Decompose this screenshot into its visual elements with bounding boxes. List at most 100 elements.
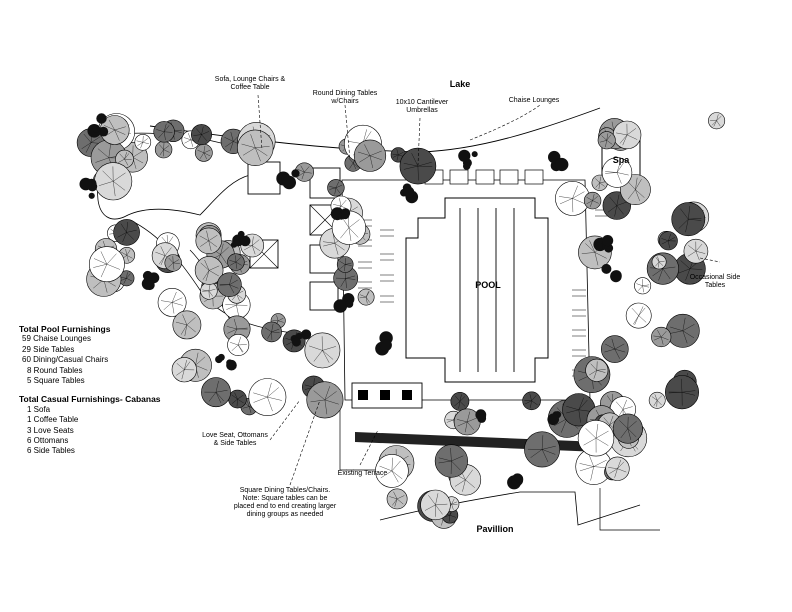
canopy-texture — [339, 261, 346, 265]
canopy-texture — [184, 360, 187, 370]
canopy-texture — [589, 370, 597, 376]
canopy-texture — [278, 320, 284, 323]
canopy-texture — [616, 172, 629, 176]
shrub — [547, 413, 559, 426]
canopy-texture — [559, 198, 573, 205]
canopy-texture — [230, 261, 236, 266]
canopy-texture — [614, 343, 625, 350]
canopy-texture — [605, 343, 615, 350]
canopy-texture — [193, 134, 202, 136]
list-item: 6 Side Tables — [27, 446, 75, 456]
canopy-texture — [595, 430, 609, 439]
canopy-texture — [453, 413, 457, 421]
canopy-texture — [195, 365, 208, 371]
canopy-texture — [335, 187, 341, 194]
canopy-texture — [635, 179, 642, 190]
canopy-texture — [658, 261, 664, 266]
canopy-texture — [680, 260, 691, 269]
canopy-texture — [661, 240, 669, 245]
canopy-texture — [188, 133, 191, 140]
canopy-texture — [209, 270, 219, 277]
canopy-texture — [561, 418, 568, 433]
list-item: 8 Round Tables — [27, 365, 83, 375]
label-sofa-lounge: Sofa, Lounge Chairs & Coffee Table — [214, 76, 286, 91]
canopy-texture — [136, 140, 143, 143]
canopy-texture — [459, 394, 462, 402]
canopy-texture — [594, 252, 599, 266]
shrub — [601, 263, 612, 274]
canopy-texture — [529, 393, 532, 401]
canopy-texture — [397, 495, 405, 500]
canopy-texture — [579, 463, 594, 467]
canopy-texture — [195, 356, 206, 366]
canopy-texture — [451, 504, 454, 510]
shrub — [291, 169, 300, 178]
canopy-texture — [208, 392, 217, 402]
canopy-texture — [235, 262, 238, 269]
canopy-texture — [634, 315, 639, 325]
canopy-texture — [605, 171, 618, 173]
canopy-texture — [598, 182, 600, 190]
canopy-texture — [276, 315, 279, 321]
canopy-texture — [449, 515, 456, 518]
shrub — [514, 474, 523, 483]
canopy-texture — [662, 266, 676, 269]
canopy-texture — [682, 330, 695, 339]
canopy-texture — [252, 245, 260, 251]
canopy-texture — [651, 396, 658, 401]
canopy-texture — [313, 390, 326, 401]
canopy-texture — [451, 501, 458, 505]
canopy-texture — [334, 243, 339, 255]
canopy-texture — [124, 159, 129, 166]
canopy-texture — [267, 387, 279, 398]
canopy-texture — [125, 248, 127, 256]
canopy-texture — [681, 378, 683, 393]
canopy-texture — [391, 470, 403, 480]
canopy-texture — [711, 120, 717, 126]
canopy-texture — [195, 352, 199, 366]
canopy-texture — [396, 149, 399, 155]
canopy-texture — [688, 206, 690, 220]
shrub — [92, 125, 100, 133]
canopy-texture — [454, 401, 461, 407]
canopy-texture — [695, 251, 700, 261]
canopy-texture — [120, 277, 127, 279]
canopy-texture — [670, 326, 683, 331]
canopy-texture — [206, 230, 209, 241]
canopy-texture — [215, 380, 219, 393]
canopy-texture — [435, 504, 443, 515]
canopy-texture — [403, 165, 418, 170]
canopy-texture — [589, 240, 596, 253]
canopy-texture — [118, 158, 125, 163]
canopy-texture — [525, 400, 532, 405]
canopy-texture — [155, 251, 166, 256]
canopy-texture — [622, 406, 633, 410]
canopy-texture — [184, 324, 188, 337]
canopy-texture — [594, 252, 607, 259]
canopy-texture — [176, 369, 185, 376]
shrub — [471, 151, 478, 158]
canopy-texture — [160, 246, 166, 256]
canopy-texture — [611, 338, 615, 350]
canopy-texture — [608, 467, 618, 469]
canopy-texture — [120, 278, 127, 281]
canopy-texture — [324, 391, 337, 401]
shrub — [477, 414, 487, 423]
canopy-texture — [393, 154, 399, 158]
canopy-texture — [606, 133, 609, 141]
canopy-texture — [93, 258, 107, 265]
canopy-texture — [655, 257, 660, 263]
canopy-texture — [215, 390, 228, 393]
canopy-texture — [454, 479, 466, 487]
canopy-texture — [322, 241, 335, 244]
canopy-texture — [209, 265, 220, 271]
canopy-texture — [614, 349, 620, 359]
canopy-texture — [619, 420, 628, 429]
canopy-texture — [635, 189, 645, 198]
canopy-texture — [205, 270, 210, 282]
canopy-texture — [230, 131, 234, 142]
canopy-texture — [391, 470, 399, 483]
label-love-seat: Love Seat, Ottomans & Side Tables — [202, 432, 268, 447]
canopy-texture — [467, 421, 475, 431]
canopy-texture — [607, 205, 617, 213]
